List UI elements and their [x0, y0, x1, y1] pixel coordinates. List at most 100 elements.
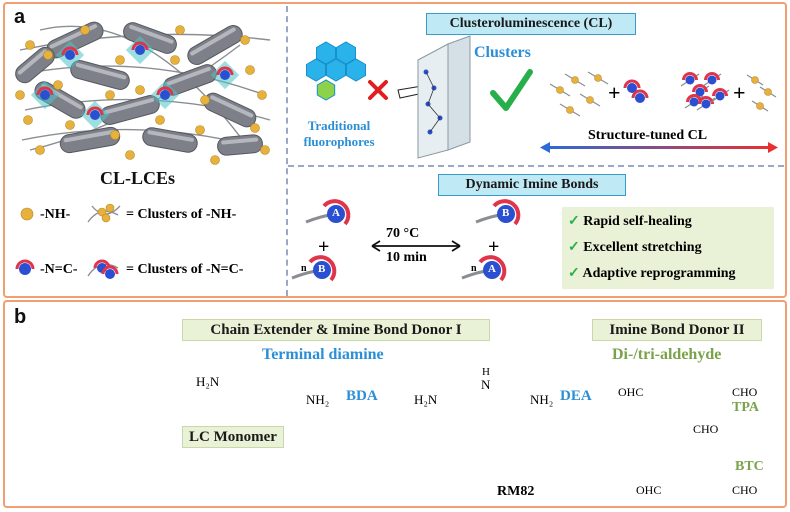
bda-label: BDA	[346, 388, 378, 404]
btc-cho-right: CHO	[732, 483, 758, 497]
rod-highlight	[166, 66, 211, 86]
rod-body	[217, 134, 263, 156]
traditional-fluorophores-label: Traditional fluorophores	[298, 118, 380, 150]
imine-legend-label: -N=C-	[40, 262, 78, 277]
nh-bead	[15, 90, 25, 100]
node-b-right: B	[502, 207, 510, 219]
glass-door	[447, 35, 471, 151]
property-text-2: Excellent stretching	[583, 240, 702, 255]
check-icon: ✓	[568, 240, 580, 255]
nh-cluster-legend-label: = Clusters of -NH-	[126, 207, 237, 222]
cl-imine-bead-ring	[686, 94, 702, 103]
rod-highlight	[75, 62, 127, 80]
nh-bead	[210, 155, 220, 165]
check-icon	[490, 69, 533, 111]
nh-cluster-icon	[105, 203, 115, 213]
arrow-head-right	[768, 142, 778, 153]
nh-bead	[135, 85, 145, 95]
n-label-right: n	[471, 263, 477, 274]
mesogen-rod	[203, 92, 257, 128]
cl-plus-2: +	[733, 80, 746, 105]
tpa-cho: CHO	[732, 385, 758, 399]
fluorophore-ring	[316, 41, 336, 65]
reaction-plus-left: +	[318, 236, 330, 258]
reaction-time: 10 min	[386, 250, 427, 265]
nh-bead	[105, 90, 115, 100]
rm82-label: RM82	[497, 484, 535, 499]
dynamic-imine-title-box: Dynamic Imine Bonds	[438, 174, 626, 196]
cl-nh-bead	[556, 86, 564, 94]
unit-a-right-ring	[478, 255, 507, 282]
imine-bead	[160, 90, 170, 100]
nh-bead	[65, 120, 75, 130]
fluorophore-ring	[306, 58, 326, 82]
dea-right-group: NH₂	[530, 392, 554, 407]
nh-legend-icon	[20, 207, 34, 221]
nh-bead	[125, 150, 135, 160]
imine-cluster-icon-ring	[101, 265, 119, 275]
imine-bead-ring	[156, 86, 174, 96]
cl-imine-bead	[715, 91, 725, 101]
panel-a-horizontal-divider	[288, 165, 784, 167]
imine-legend-icon-ring	[15, 259, 35, 270]
cl-imine-bead-ring	[623, 79, 641, 89]
imine-bead	[40, 90, 50, 100]
imine-bead-ring	[36, 86, 54, 96]
nh-cluster-icon	[101, 213, 111, 223]
property-row-1: ✓ Rapid self-healing	[568, 213, 692, 230]
property-row-3: ✓ Adaptive reprogramming	[568, 265, 736, 282]
unit-a-left	[327, 205, 345, 223]
cl-nh-bead	[586, 96, 594, 104]
lc-monomer-title-box: LC Monomer	[182, 426, 284, 448]
rod-highlight	[103, 97, 155, 115]
cl-nh-bead	[764, 88, 772, 96]
cl-imine-bead-ring	[692, 84, 708, 93]
nh-bead	[257, 90, 267, 100]
dea-h: H	[482, 366, 490, 378]
cl-imine-bead-ring	[704, 72, 720, 81]
fluorophore-ring	[346, 58, 366, 82]
chain-extender-title-box: Chain Extender & Imine Bond Donor I	[182, 319, 490, 341]
dea-n: N	[481, 377, 491, 392]
unit-b-right-ring	[492, 199, 521, 226]
nh-bead	[260, 145, 270, 155]
unit-b-left-ring	[308, 255, 337, 282]
property-text-1: Rapid self-healing	[583, 214, 692, 229]
node-a-right: A	[488, 263, 496, 275]
nh-bead	[53, 80, 63, 90]
cl-imine-bead	[707, 75, 717, 85]
imine-bead-ring	[131, 41, 149, 51]
imine-cluster-legend-label: = Clusters of -N=C-	[126, 262, 244, 277]
traditional-line-2: fluorophores	[303, 134, 375, 149]
nh-bead	[25, 40, 35, 50]
imine-bead	[90, 110, 100, 120]
imine-bead-ring	[86, 106, 104, 116]
cl-imine-bead-ring	[682, 72, 698, 81]
cl-imine-bead	[689, 97, 699, 107]
unit-b-left	[313, 261, 331, 279]
imine-bead-ring	[61, 46, 79, 56]
properties-box: ✓ Rapid self-healing ✓ Excellent stretch…	[562, 207, 774, 289]
donor-ii-title-box: Imine Bond Donor II	[592, 319, 762, 341]
n-label-left: n	[301, 263, 307, 274]
rod-highlight	[190, 27, 236, 56]
dea-label: DEA	[560, 388, 592, 404]
nh-bead	[245, 65, 255, 75]
molecular-library-label: Molecular library	[52, 449, 141, 461]
panel-b-label: b	[14, 306, 27, 328]
cl-title-box: Clusteroluminescence (CL)	[426, 13, 636, 35]
fluorophore-ring	[336, 41, 356, 65]
rod-body	[187, 25, 243, 65]
structure-tuned-arrow	[545, 146, 770, 149]
check-icon: ✓	[568, 266, 580, 281]
mesogen-rod	[142, 127, 198, 153]
unit-b-right	[497, 205, 515, 223]
cl-nh-bead	[756, 102, 764, 110]
panel-a-vertical-divider	[286, 6, 288, 296]
imine-bead	[220, 70, 230, 80]
bottle-label-lc-monomers: Diacrylate LC monomers	[80, 358, 90, 458]
cross-icon	[368, 80, 388, 100]
cl-imine-bead	[635, 93, 645, 103]
unit-a-left-ring	[322, 199, 351, 226]
rod-highlight	[129, 24, 174, 44]
